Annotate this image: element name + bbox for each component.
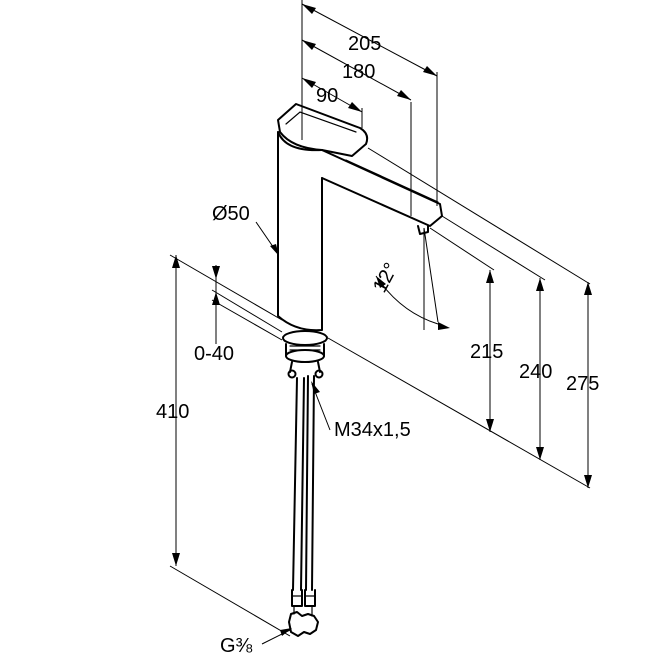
thread-label: M34x1,5	[334, 419, 411, 441]
dim-275-label: 275	[566, 373, 599, 395]
dim-410-label: 410	[156, 401, 189, 423]
dimension-labels: 205 180 90 Ø50 12° 0-40 410 215 240 275 …	[156, 33, 599, 657]
dim-90-label: 90	[316, 85, 338, 107]
dim-deck-label: 0-40	[194, 343, 234, 365]
dim-215-label: 215	[470, 341, 503, 363]
extension-lines	[169, 0, 591, 637]
dim-205-label: 205	[348, 33, 381, 55]
dim-180-label: 180	[342, 61, 375, 83]
dim-diameter-label: Ø50	[212, 203, 250, 225]
faucet-body	[277, 103, 443, 637]
dimension-lines	[172, 3, 592, 645]
dim-240-label: 240	[519, 361, 552, 383]
dim-angle-label: 12°	[369, 259, 403, 296]
connection-label: G⅜	[220, 635, 253, 657]
